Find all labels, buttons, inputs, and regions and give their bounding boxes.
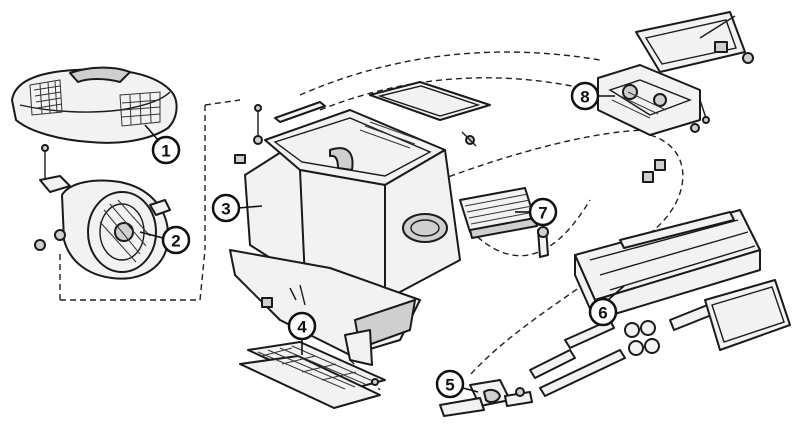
callout-1-circle (151, 135, 181, 165)
callout-8: 8 (570, 81, 615, 111)
callout-7-label: 7 (538, 204, 547, 223)
cover-vent-grille-right (119, 91, 161, 127)
callout-4-label: 4 (297, 318, 307, 337)
callout-4-circle (287, 311, 317, 341)
callout-3-label: 3 (221, 200, 230, 219)
callout-8-circle (570, 81, 600, 111)
callout-5-label: 5 (445, 376, 454, 395)
heater-housing-part (229, 104, 461, 366)
filter-part (239, 341, 386, 409)
callout-4: 4 (287, 311, 317, 355)
callout-3: 3 (211, 193, 263, 223)
callout-7: 7 (515, 197, 558, 227)
cover-vent-grille-left (29, 79, 63, 116)
resistor-block-part (459, 131, 549, 258)
callout-6-label: 6 (598, 304, 607, 323)
control-unit-part (597, 11, 754, 183)
heater-valve-part (439, 319, 626, 417)
blower-motor-part (34, 144, 171, 280)
callout-2-circle (161, 225, 191, 255)
callout-5: 5 (435, 369, 479, 399)
callout-6: 6 (588, 285, 625, 327)
callout-2: 2 (139, 225, 191, 255)
callout-1-label: 1 (161, 142, 170, 161)
callout-7-circle (528, 197, 558, 227)
callout-2-label: 2 (171, 232, 180, 251)
housing-top-flap (274, 81, 491, 123)
callout-6-circle (588, 297, 618, 327)
heater-core-part (574, 209, 791, 356)
blower-cover-part (11, 66, 178, 144)
callout-5-circle (435, 369, 465, 399)
callout-3-circle (211, 193, 241, 223)
callout-8-label: 8 (580, 88, 589, 107)
callout-1: 1 (144, 124, 181, 165)
